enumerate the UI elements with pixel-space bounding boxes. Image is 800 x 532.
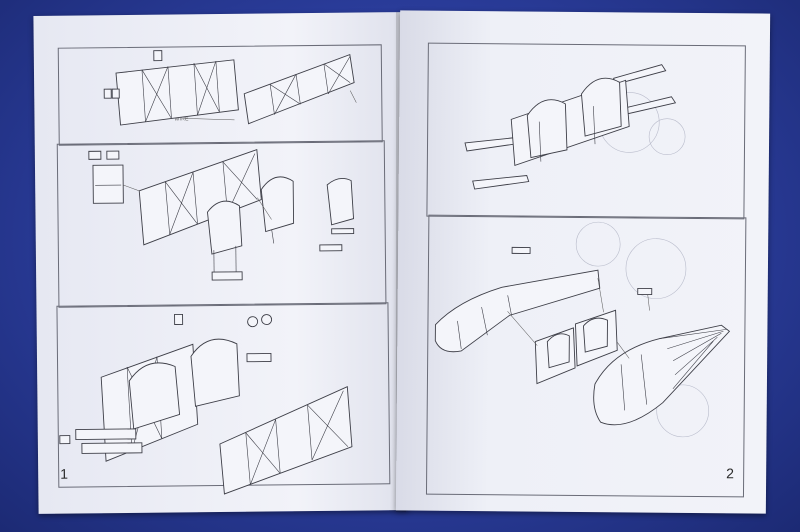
- seat-icon: [207, 200, 243, 281]
- fuselage-icon: [434, 246, 653, 353]
- frame-diagram-icon: [59, 313, 273, 454]
- seat-icon: [128, 338, 240, 430]
- cockpit-frame-icon: [534, 309, 618, 385]
- page-number-left: 1: [60, 465, 69, 482]
- frame-diagram-icon: [88, 150, 124, 204]
- frame-diagram-icon: [219, 386, 353, 495]
- page-number-right: 2: [726, 465, 735, 482]
- seat-icon: [319, 178, 355, 252]
- instruction-page-right: 2: [395, 10, 771, 514]
- assembly-diagram-left: [59, 50, 357, 495]
- cockpit-frame-icon: [510, 77, 630, 167]
- assembly-diagram-right: [434, 64, 731, 438]
- instruction-page-left: WIRE: [33, 12, 409, 514]
- seat-icon: [260, 176, 295, 244]
- wing-spar-icon: [464, 64, 677, 190]
- frame-diagram-icon: [103, 50, 239, 126]
- fuselage-icon: [593, 324, 731, 426]
- frame-diagram-icon: [243, 54, 355, 125]
- cockpit-frame-icon: [138, 149, 262, 246]
